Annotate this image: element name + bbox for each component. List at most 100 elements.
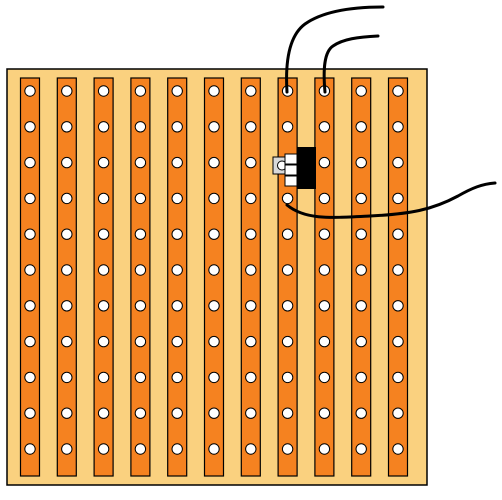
hole xyxy=(97,156,110,169)
hole xyxy=(392,264,404,276)
hole xyxy=(134,335,147,348)
hole xyxy=(281,121,294,133)
hole xyxy=(134,264,147,276)
hole xyxy=(392,300,404,312)
transistor xyxy=(272,147,316,189)
hole xyxy=(134,443,147,455)
hole xyxy=(97,228,110,240)
hole xyxy=(97,85,110,97)
hole xyxy=(281,264,294,276)
transistor-leg-3 xyxy=(284,175,298,187)
hole xyxy=(61,121,73,133)
hole xyxy=(24,85,36,97)
hole xyxy=(171,443,183,455)
hole xyxy=(61,228,73,240)
hole xyxy=(355,192,367,205)
hole xyxy=(245,300,257,312)
hole xyxy=(318,407,331,419)
hole xyxy=(24,335,36,348)
hole xyxy=(208,335,220,348)
hole xyxy=(24,156,36,169)
hole xyxy=(134,156,147,169)
hole xyxy=(245,156,257,169)
wire-1 xyxy=(285,5,385,94)
hole xyxy=(97,407,110,419)
hole xyxy=(134,85,147,97)
hole xyxy=(281,371,294,384)
hole xyxy=(208,264,220,276)
hole xyxy=(61,371,73,384)
hole xyxy=(61,335,73,348)
hole xyxy=(355,264,367,276)
transistor-leg-2 xyxy=(284,164,298,176)
hole xyxy=(134,300,147,312)
hole xyxy=(245,407,257,419)
hole xyxy=(392,228,404,240)
hole xyxy=(61,443,73,455)
hole xyxy=(281,192,294,205)
hole xyxy=(61,300,73,312)
hole xyxy=(318,121,331,133)
hole xyxy=(392,371,404,384)
hole xyxy=(171,192,183,205)
hole xyxy=(245,85,257,97)
hole xyxy=(24,121,36,133)
hole xyxy=(245,443,257,455)
hole xyxy=(392,85,404,97)
transistor-body xyxy=(297,147,316,189)
hole xyxy=(208,443,220,455)
hole xyxy=(281,443,294,455)
hole xyxy=(208,228,220,240)
hole xyxy=(24,228,36,240)
hole xyxy=(134,121,147,133)
hole xyxy=(392,156,404,169)
hole xyxy=(134,371,147,384)
hole xyxy=(134,228,147,240)
hole xyxy=(97,192,110,205)
hole xyxy=(97,443,110,455)
hole xyxy=(134,192,147,205)
hole xyxy=(24,192,36,205)
hole xyxy=(392,335,404,348)
hole xyxy=(171,156,183,169)
hole xyxy=(61,192,73,205)
hole xyxy=(24,443,36,455)
hole xyxy=(355,443,367,455)
hole xyxy=(61,264,73,276)
hole xyxy=(355,300,367,312)
hole xyxy=(245,264,257,276)
hole xyxy=(24,300,36,312)
hole xyxy=(355,156,367,169)
hole xyxy=(392,407,404,419)
hole xyxy=(392,192,404,205)
hole xyxy=(97,264,110,276)
hole xyxy=(97,371,110,384)
hole xyxy=(355,121,367,133)
hole xyxy=(355,407,367,419)
hole xyxy=(318,192,331,205)
hole xyxy=(208,371,220,384)
hole xyxy=(171,335,183,348)
hole xyxy=(392,443,404,455)
hole xyxy=(318,371,331,384)
hole xyxy=(208,407,220,419)
hole xyxy=(245,335,257,348)
hole xyxy=(318,443,331,455)
hole xyxy=(318,228,331,240)
hole xyxy=(355,85,367,97)
hole xyxy=(281,228,294,240)
hole xyxy=(61,85,73,97)
hole xyxy=(171,407,183,419)
hole xyxy=(134,407,147,419)
hole xyxy=(355,371,367,384)
hole xyxy=(61,407,73,419)
wire-3 xyxy=(285,181,497,219)
hole xyxy=(281,407,294,419)
hole xyxy=(97,300,110,312)
hole xyxy=(208,121,220,133)
hole xyxy=(171,228,183,240)
hole xyxy=(318,335,331,348)
wires xyxy=(285,5,497,219)
